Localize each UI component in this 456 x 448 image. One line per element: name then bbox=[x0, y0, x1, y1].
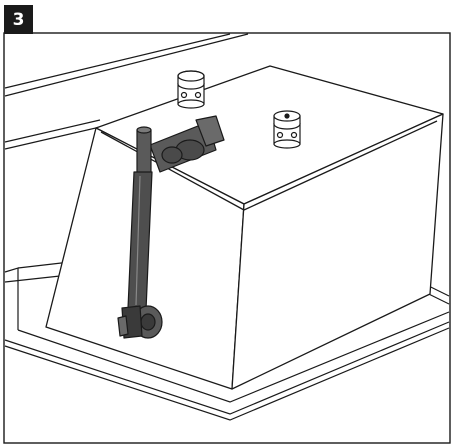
back-rails bbox=[4, 33, 249, 150]
step-number-badge: 3 bbox=[4, 5, 33, 34]
panel-border bbox=[3, 32, 451, 444]
wrench-tool-icon bbox=[117, 115, 225, 339]
hex-nut-icon bbox=[177, 70, 205, 109]
housing bbox=[45, 65, 444, 390]
hex-nut-icon bbox=[273, 110, 301, 149]
